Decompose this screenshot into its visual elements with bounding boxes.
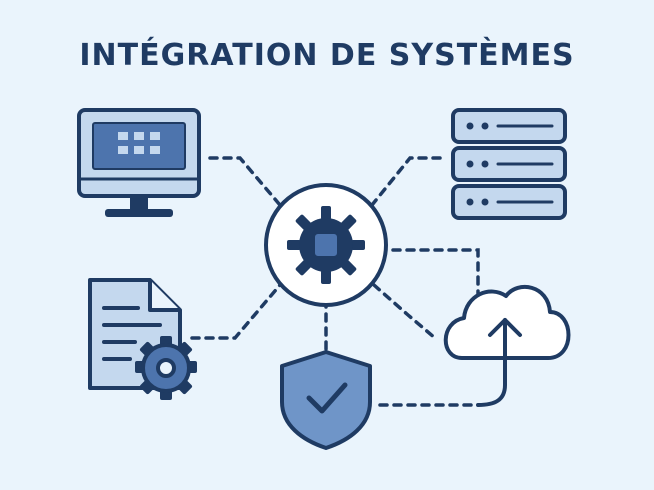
connectors	[190, 156, 480, 407]
server-rack-icon	[451, 108, 567, 220]
connector-document	[190, 283, 282, 340]
connector-cloud-top	[391, 248, 480, 297]
document-gear-icon	[88, 278, 197, 400]
diagram-title: INTÉGRATION DE SYSTÈMES	[79, 38, 575, 73]
gear-chip-icon	[264, 183, 388, 307]
shield-check-icon	[280, 350, 372, 450]
monitor-icon	[77, 108, 201, 217]
connector-monitor	[208, 156, 282, 207]
cloud-upload-icon	[443, 285, 571, 407]
connector-cloud-hub	[372, 283, 437, 340]
connector-server	[370, 156, 442, 207]
